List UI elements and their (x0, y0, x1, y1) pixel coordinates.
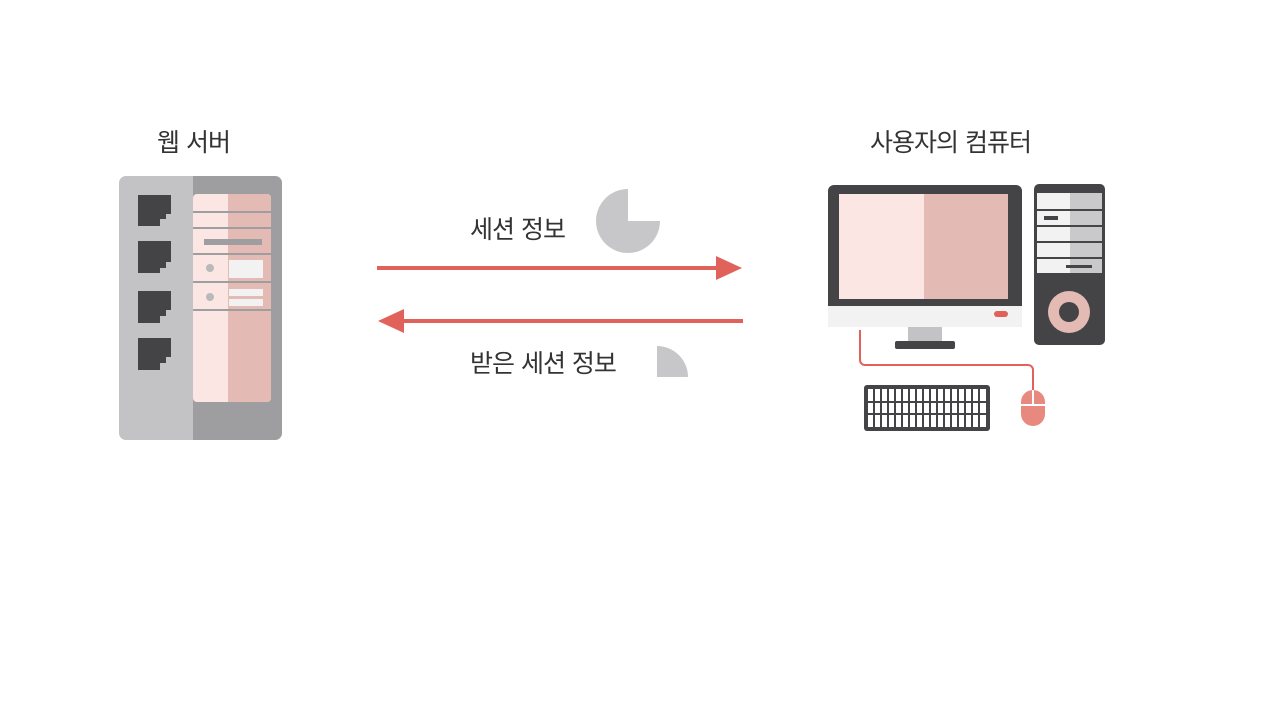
keyboard (864, 385, 990, 431)
monitor (828, 185, 1022, 349)
computer-title: 사용자의 컴퓨터 (870, 128, 1032, 157)
tower (1034, 184, 1105, 345)
server-title: 웹 서버 (157, 128, 231, 157)
send-session-label: 세션 정보 (470, 215, 566, 244)
received-session-label: 받은 세션 정보 (470, 349, 617, 378)
mouse (1021, 390, 1045, 426)
